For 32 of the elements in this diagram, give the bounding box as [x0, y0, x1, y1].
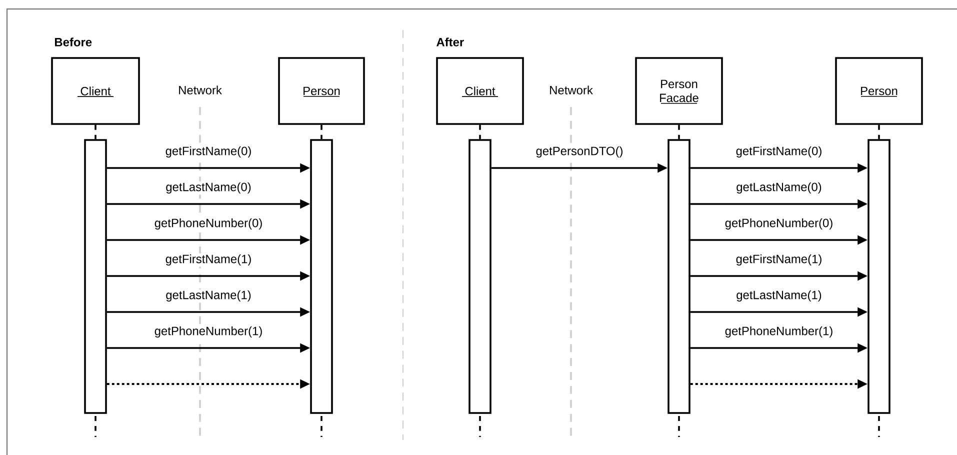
object-box: Person: [278, 57, 365, 125]
edge-label: getLastName(1): [166, 290, 251, 302]
edge-label: getPhoneNumber(0): [154, 218, 262, 230]
edge-label: getLastName(0): [166, 182, 251, 194]
edge-label: getLastName(0): [736, 182, 822, 194]
lifeline-stub: [678, 124, 680, 140]
edge-label: getFirstName(0): [166, 146, 251, 158]
object-box: Person Facade: [635, 57, 723, 125]
edge-label: getPersonDTO(): [536, 146, 622, 158]
edge-label: getPhoneNumber(1): [154, 326, 262, 338]
lifeline-stub: [479, 124, 481, 140]
object-box: Client: [51, 57, 140, 125]
object-box: Client: [436, 57, 524, 125]
activation-bar: [84, 139, 107, 414]
object-box: Person: [835, 57, 923, 125]
edge-label: getFirstName(1): [166, 254, 251, 266]
lane-label: Network: [550, 86, 593, 94]
lifeline-stub: [320, 124, 322, 140]
edge-label: getFirstName(0): [736, 146, 822, 158]
lifeline-stub: [94, 124, 96, 140]
edge-label: getFirstName(1): [736, 254, 822, 266]
lane-label: Network: [179, 86, 222, 94]
edge-label: getPhoneNumber(0): [725, 218, 832, 230]
activation-bar: [868, 139, 890, 414]
section-heading: Before: [55, 38, 92, 46]
edge-label: getPhoneNumber(1): [725, 326, 832, 338]
activation-bar: [668, 139, 690, 414]
edge-label: getLastName(1): [736, 290, 822, 302]
lifeline-stub: [878, 124, 880, 140]
activation-bar: [468, 139, 492, 414]
section-heading: After: [436, 38, 464, 46]
activation-bar: [310, 139, 333, 414]
